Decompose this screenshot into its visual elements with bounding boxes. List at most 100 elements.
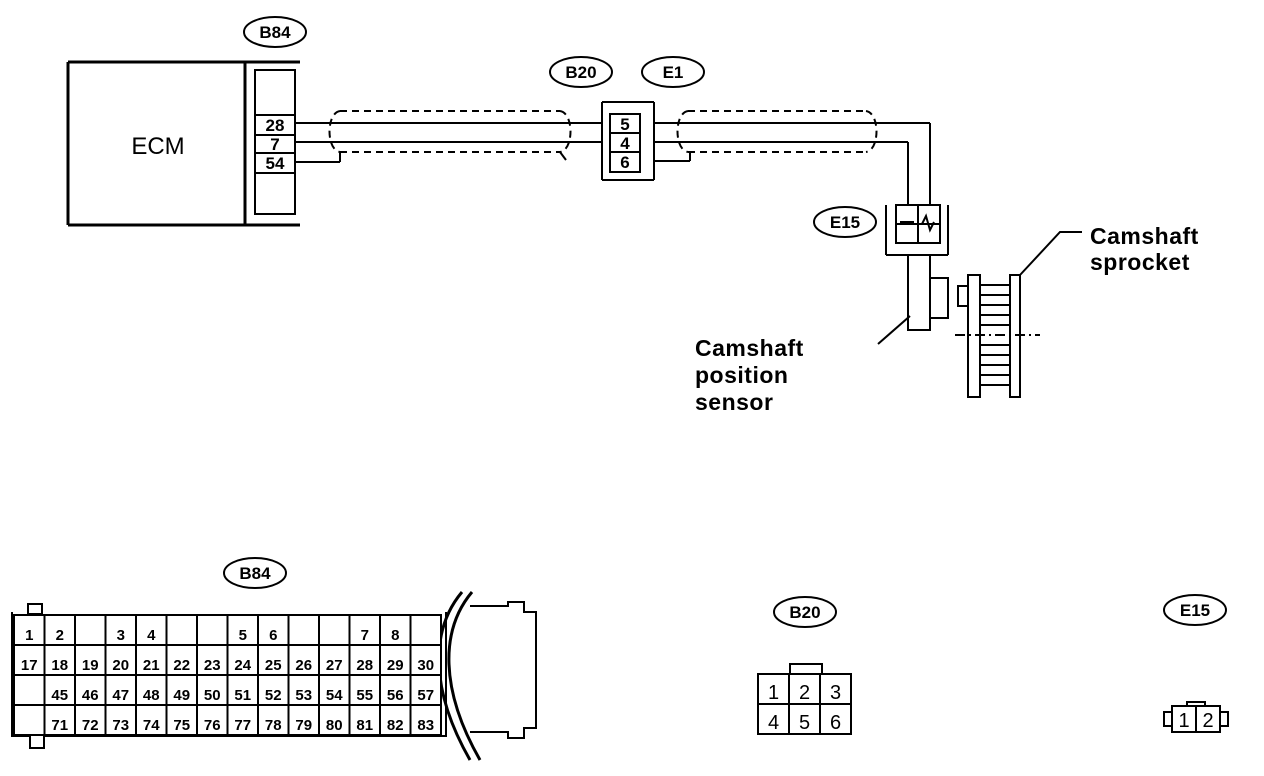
pin-number: 49 xyxy=(173,687,190,704)
pin-number: 1 xyxy=(1178,710,1189,732)
pin-cell xyxy=(379,704,412,736)
pin-number: 78 xyxy=(265,717,282,734)
ecm-pin-28: 28 xyxy=(266,116,285,135)
pin-cell xyxy=(135,674,168,706)
pin-number: 8 xyxy=(391,627,399,644)
pin-number: 53 xyxy=(295,687,312,704)
svg-text:E15: E15 xyxy=(830,213,860,232)
pin-number: 57 xyxy=(417,687,434,704)
pin-cell xyxy=(135,614,168,646)
pin-cell xyxy=(43,614,76,646)
svg-text:B84: B84 xyxy=(239,564,271,583)
pin-cell xyxy=(409,674,442,706)
ecm-pin-54: 54 xyxy=(266,154,285,173)
pin-number: 7 xyxy=(361,627,369,644)
pin-cell xyxy=(1195,705,1221,733)
pin-cell-empty xyxy=(318,614,351,646)
pin-cell-empty xyxy=(287,614,320,646)
pin-cell xyxy=(757,673,790,705)
pin-number: 55 xyxy=(356,687,373,704)
pin-number: 51 xyxy=(234,687,251,704)
pin-cell-empty xyxy=(74,614,107,646)
pin-number: 81 xyxy=(356,717,373,734)
ecm-unit: ECM xyxy=(66,60,300,227)
pin-number: 28 xyxy=(356,657,373,674)
svg-text:B20: B20 xyxy=(565,63,596,82)
pin-number: 56 xyxy=(387,687,404,704)
pin-cell xyxy=(257,704,290,736)
pin-number: 80 xyxy=(326,717,343,734)
pin-cell-empty xyxy=(409,614,442,646)
pin-number: 83 xyxy=(417,717,434,734)
ecm-label: ECM xyxy=(131,133,184,160)
junction-pin-6: 6 xyxy=(620,153,629,172)
pin-number: 24 xyxy=(234,657,251,674)
pin-number: 26 xyxy=(295,657,312,674)
pin-number: 17 xyxy=(21,657,38,674)
pin-number: 1 xyxy=(768,682,779,704)
ecm-connector-b84: 28 7 54 xyxy=(254,69,296,215)
harness-junction-to-sensor xyxy=(654,110,931,205)
pin-cell xyxy=(819,703,852,735)
connector-tag-b20-top: B20 xyxy=(549,56,613,88)
connector-tag-b20-bottom: B20 xyxy=(773,596,837,628)
pin-number: 54 xyxy=(326,687,343,704)
pin-number: 6 xyxy=(830,712,841,734)
pin-number: 3 xyxy=(830,682,841,704)
pin-number: 5 xyxy=(799,712,810,734)
camshaft-sprocket: Camshaft sprocket xyxy=(955,223,1199,398)
pin-number: 3 xyxy=(117,627,125,644)
pin-number: 45 xyxy=(51,687,68,704)
pin-number: 77 xyxy=(234,717,251,734)
pin-number: 22 xyxy=(173,657,190,674)
pin-number: 27 xyxy=(326,657,343,674)
pin-number: 2 xyxy=(799,682,810,704)
pin-number: 23 xyxy=(204,657,221,674)
pin-number: 72 xyxy=(82,717,99,734)
pin-cell xyxy=(196,674,229,706)
pin-cell xyxy=(409,704,442,736)
pin-number: 52 xyxy=(265,687,282,704)
pin-number: 82 xyxy=(387,717,404,734)
pin-number: 74 xyxy=(143,717,160,734)
connector-tag-b84-bottom: B84 xyxy=(223,557,287,589)
sensor-label-line2: position xyxy=(695,362,788,388)
sprocket-teeth xyxy=(980,284,1010,386)
pin-number: 5 xyxy=(239,627,247,644)
pin-cell xyxy=(13,644,46,676)
pin-number: 29 xyxy=(387,657,404,674)
pin-cell-empty xyxy=(196,614,229,646)
junction-pin-5: 5 xyxy=(620,115,629,134)
pin-number: 21 xyxy=(143,657,160,674)
pin-cell xyxy=(165,704,198,736)
camshaft-position-sensor: Camshaft position sensor xyxy=(695,254,949,415)
pin-number: 2 xyxy=(56,627,64,644)
pin-cell xyxy=(104,644,137,676)
pin-number: 2 xyxy=(1202,710,1213,732)
pin-cell-empty xyxy=(13,674,46,706)
ecm-pin-7: 7 xyxy=(270,135,279,154)
sensor-label-line3: sensor xyxy=(695,389,773,415)
pin-cell xyxy=(409,644,442,676)
pin-number: 73 xyxy=(112,717,129,734)
sprocket-label-line1: Camshaft xyxy=(1090,223,1199,249)
pin-number: 71 xyxy=(51,717,68,734)
pin-cell xyxy=(135,704,168,736)
pin-number: 76 xyxy=(204,717,221,734)
sprocket-label-line2: sprocket xyxy=(1090,249,1190,275)
pin-cell xyxy=(379,614,412,646)
svg-text:B84: B84 xyxy=(259,23,291,42)
pin-number: 79 xyxy=(295,717,312,734)
pin-cell-empty xyxy=(165,614,198,646)
pin-number: 50 xyxy=(204,687,221,704)
sensor-label-line1: Camshaft xyxy=(695,335,804,361)
pin-cell xyxy=(74,704,107,736)
connector-tag-e15-bottom: E15 xyxy=(1163,594,1227,626)
